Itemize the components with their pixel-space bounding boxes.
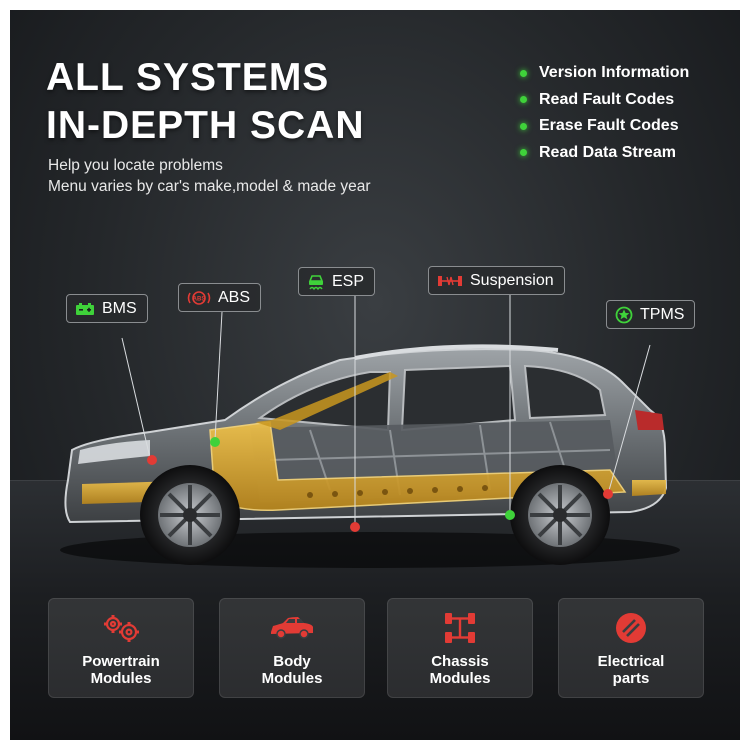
subtitle: Help you locate problems Menu varies by … — [48, 155, 371, 197]
feature-item: Version Information — [520, 60, 689, 87]
battery-icon — [75, 302, 95, 316]
car-body-icon — [268, 611, 316, 645]
sensor-markers — [147, 437, 613, 532]
feature-list: Version Information Read Fault Codes Era… — [520, 60, 689, 166]
feature-item: Read Data Stream — [520, 140, 689, 167]
headline: ALL SYSTEMS IN-DEPTH SCAN — [46, 54, 365, 150]
bullet-dot-icon — [520, 69, 527, 77]
headline-line-2: IN-DEPTH SCAN — [46, 104, 365, 147]
esp-marker-dot — [350, 522, 360, 532]
tire-pressure-icon — [615, 306, 633, 324]
feature-label: Read Data Stream — [539, 143, 676, 161]
front-wheel — [140, 465, 240, 565]
rear-rail — [632, 480, 666, 496]
rear-wheel — [510, 465, 610, 565]
headline-line-1: ALL SYSTEMS — [46, 56, 330, 99]
module-card-powertrain[interactable]: Powertrain Modules — [48, 598, 194, 698]
callout-suspension-label: Suspension — [470, 271, 554, 289]
callout-leader-lines — [121, 295, 651, 527]
rear-window — [400, 364, 517, 432]
frame-holes — [307, 485, 488, 498]
bms-marker-dot — [147, 455, 157, 465]
skid-control-icon — [307, 273, 325, 291]
callout-tpms: TPMS — [606, 300, 696, 329]
subtitle-line-2: Menu varies by car's make,model & made y… — [48, 178, 371, 195]
feature-label: Erase Fault Codes — [539, 117, 679, 135]
module-card-label: Powertrain Modules — [82, 653, 160, 687]
callout-abs-label: ABS — [218, 288, 251, 306]
module-card-label: Chassis Modules — [429, 653, 491, 687]
tpms-marker-dot — [603, 489, 613, 499]
feature-item: Erase Fault Codes — [520, 113, 689, 140]
callout-esp-label: ESP — [332, 272, 365, 290]
callout-bms-label: BMS — [102, 299, 137, 317]
car-cutaway-illustration — [60, 295, 680, 568]
module-card-label: Electrical parts — [597, 653, 665, 687]
module-card-label: Body Modules — [261, 653, 323, 687]
abs-marker-dot — [210, 437, 220, 447]
headlight — [78, 440, 150, 464]
module-card-chassis[interactable]: Chassis Modules — [387, 598, 533, 698]
scan-banner: ALL SYSTEMS IN-DEPTH SCAN Help you locat… — [10, 10, 740, 740]
feature-label: Version Information — [539, 64, 690, 82]
subtitle-line-1: Help you locate problems — [48, 157, 223, 174]
roof-rail — [354, 344, 559, 360]
bullet-dot-icon — [520, 122, 527, 130]
bullet-dot-icon — [520, 96, 527, 104]
callout-tpms-label: TPMS — [640, 305, 685, 323]
a-pillar — [255, 372, 398, 430]
callout-esp: ESP — [298, 267, 376, 296]
callout-suspension: Suspension — [428, 266, 565, 295]
chassis-icon — [443, 611, 477, 645]
suspension-marker-dot — [505, 510, 515, 520]
electrical-icon — [614, 611, 648, 645]
abs-warning-icon: ABS — [187, 290, 211, 306]
floor-backdrop — [10, 480, 740, 740]
module-card-body[interactable]: Body Modules — [219, 598, 365, 698]
callout-abs: ABS ABS — [178, 283, 262, 312]
suspension-icon — [437, 274, 463, 288]
taillight — [635, 410, 664, 430]
feature-item: Read Fault Codes — [520, 87, 689, 114]
gears-icon — [101, 611, 141, 645]
rear-quarter-window — [523, 364, 607, 420]
bullet-dot-icon — [520, 149, 527, 157]
module-card-electrical[interactable]: Electrical parts — [558, 598, 704, 698]
callout-bms: BMS — [66, 294, 148, 323]
svg-text:ABS: ABS — [193, 296, 206, 302]
feature-label: Read Fault Codes — [539, 90, 675, 108]
